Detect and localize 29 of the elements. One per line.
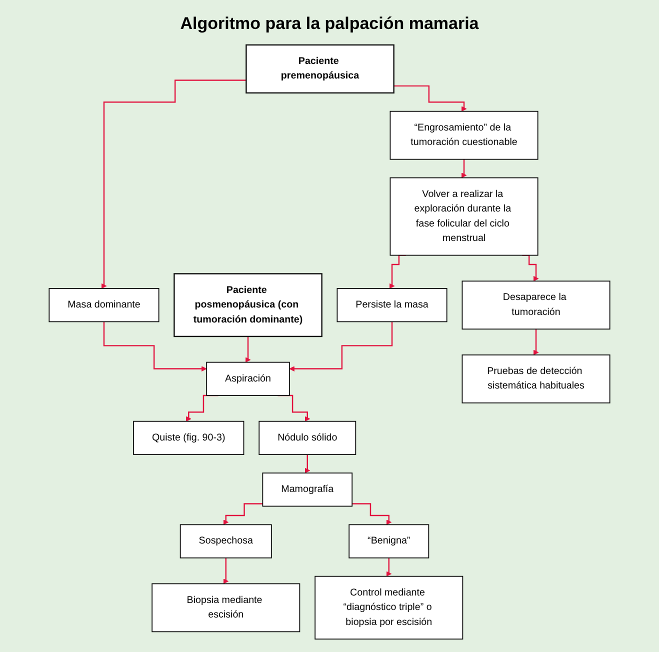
node-box: Pruebas de detección sistemática habituales [462,354,610,404]
node-box: Biopsia mediante escisión [152,583,300,632]
node-box: Sospechosa [180,524,272,558]
arrow [289,321,393,372]
node-box: Desaparece la tumoración [462,280,610,330]
arrow [533,328,539,356]
arrow [394,85,467,112]
node-box: Nódulo sólido [258,420,356,456]
arrow [223,557,229,584]
node-box: Control mediante “diagnóstico triple” o biopsia por escisión [314,576,464,640]
node-box: Quiste (fig. 90-3) [133,420,244,456]
node-box: Persiste la masa [336,288,448,322]
arrow [101,80,246,289]
arrow [103,321,207,372]
node-box: Masa dominante [48,288,160,322]
node-box: Aspiración [206,362,290,396]
arrow [223,503,263,525]
node-box: Mamografía [262,472,353,507]
node-box: Paciente posmenopáusica (con tumoración dominante) [174,273,322,338]
node-box: Volver a realizar la exploración durante la fase folicular del ciclo menstrual [390,177,538,256]
arrow [245,336,251,363]
arrow [461,158,467,178]
arrow [304,454,310,474]
diagram-title: Algoritmo para la palpación mamaria [180,14,479,34]
arrow [386,557,392,577]
node-box: “Benigna” [348,524,430,558]
arrow [352,503,392,525]
node-box: Paciente premenopáusica [246,44,394,94]
node-box: “Engrosamiento” de la tumoración cuestionable [390,110,538,160]
